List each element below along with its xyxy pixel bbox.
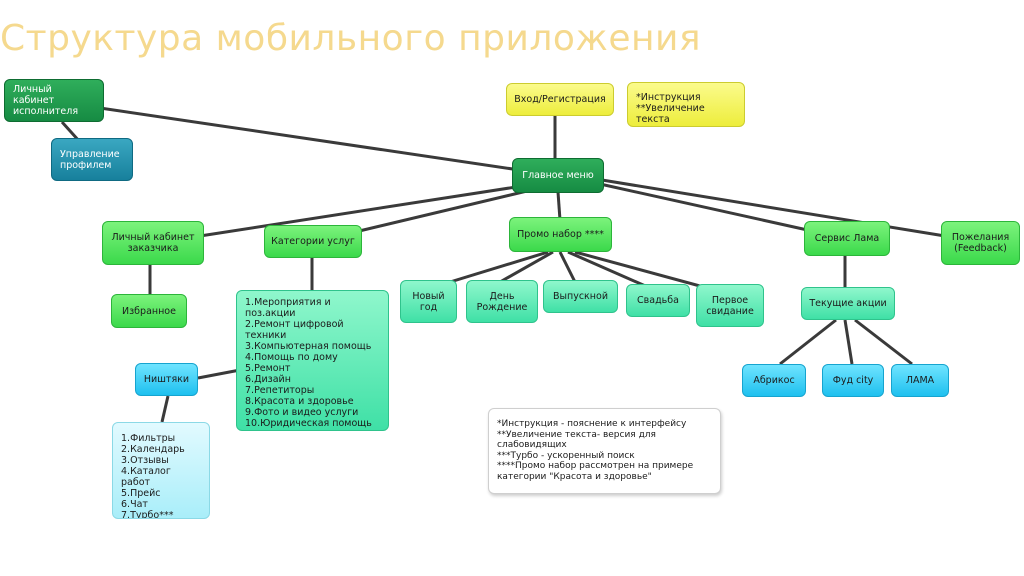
- node-promo-nabor: Промо набор ****: [509, 217, 612, 252]
- node-fud-city: Фуд city: [822, 364, 884, 397]
- edge-kat-glavnoe: [354, 184, 549, 234]
- node-lk-zakazchika: Личный кабинет заказчика: [102, 221, 204, 265]
- edge-promo-glavnoe: [556, 191, 562, 221]
- node-svadba: Свадьба: [626, 284, 690, 317]
- edge-promo-svad: [567, 250, 651, 290]
- node-nishtyaki-list: 1.Фильтры 2.Календарь 3.Отзывы 4.Каталог…: [112, 422, 210, 519]
- node-pozhelaniya: Пожелания (Feedback): [941, 221, 1020, 265]
- diagram-title: Структура мобильного приложения: [0, 18, 702, 59]
- edge-promo-den: [499, 250, 554, 284]
- node-instrukciya: *Инструкция **Увеличение текста: [627, 82, 745, 127]
- node-tekushie-akcii: Текущие акции: [801, 287, 895, 320]
- edge-nisht-list: [160, 395, 170, 423]
- node-izbrannoe: Избранное: [111, 294, 187, 328]
- edge-tek-fud: [843, 319, 854, 365]
- node-vypusknoy: Выпускной: [543, 280, 618, 313]
- edge-tek-lama: [854, 318, 913, 366]
- edge-lk-zak-glavnoe: [199, 180, 549, 238]
- edge-nisht-kat: [197, 368, 241, 380]
- node-nishtyaki: Ништяки: [135, 363, 198, 396]
- node-vhod-registraciya: Вход/Регистрация: [506, 83, 614, 116]
- edge-lk-isp-glavnoe: [99, 106, 561, 178]
- node-abrikos: Абрикос: [742, 364, 806, 397]
- node-glavnoe-menyu: Главное меню: [512, 158, 604, 193]
- edge-promo-vyp: [558, 251, 577, 283]
- node-upravlenie-profilem: Управление профилем: [51, 138, 133, 181]
- node-novy-god: Новый год: [400, 280, 457, 323]
- edge-tek-abr: [779, 318, 837, 366]
- node-pervoe-svidanie: Первое свидание: [696, 284, 764, 327]
- node-lama: ЛАМА: [891, 364, 949, 397]
- edge-pozh-glavnoe: [601, 178, 946, 238]
- node-kategorii-list: 1.Мероприятия и поз.акции 2.Ремонт цифро…: [236, 290, 389, 431]
- node-den-rozhdenie: День Рождение: [466, 280, 538, 323]
- node-lk-ispolnitelya: Личный кабинет исполнителя: [4, 79, 104, 122]
- node-servis-lama: Сервис Лама: [804, 221, 890, 256]
- node-note: *Инструкция - пояснение к интерфейсу **У…: [488, 408, 721, 494]
- edge-servis-glavnoe: [599, 182, 831, 237]
- node-kategorii-uslug: Категории услуг: [264, 225, 362, 258]
